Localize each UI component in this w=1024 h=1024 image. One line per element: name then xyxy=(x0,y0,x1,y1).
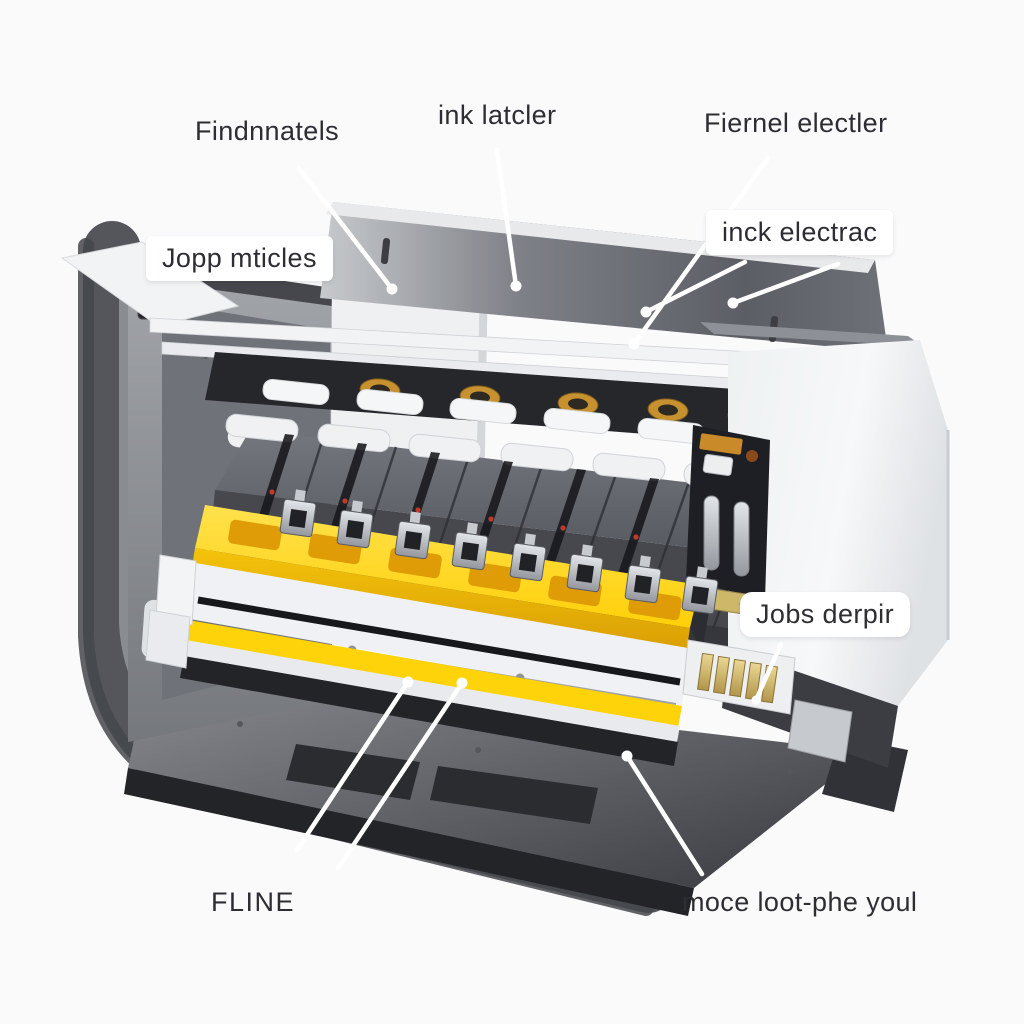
label-findnnatels: Findnnatels xyxy=(195,116,339,146)
clamp-posts xyxy=(279,489,719,615)
tray-left-brackets xyxy=(145,554,197,669)
label-moce-loot-phe-youl: moce loot-phe youl xyxy=(682,887,918,917)
leader-lines xyxy=(294,147,841,877)
printer-base-tray xyxy=(124,668,908,916)
label-jobs-derpir: Jobs derpir xyxy=(740,592,910,637)
guide-cylinders xyxy=(703,495,750,577)
label-fiernel-electler: Fiernel electler xyxy=(704,108,888,138)
cutaway-electronics-pocket xyxy=(686,425,773,619)
label-jopp-mticles: Jopp mticles xyxy=(146,236,333,281)
carriage-rails xyxy=(60,241,894,401)
carriage-tray xyxy=(145,554,688,766)
label-inck-electrac: inck electrac xyxy=(706,210,894,255)
label-ink-latcler: ink latcler xyxy=(438,100,557,130)
label-fline: FLINE xyxy=(211,887,296,917)
